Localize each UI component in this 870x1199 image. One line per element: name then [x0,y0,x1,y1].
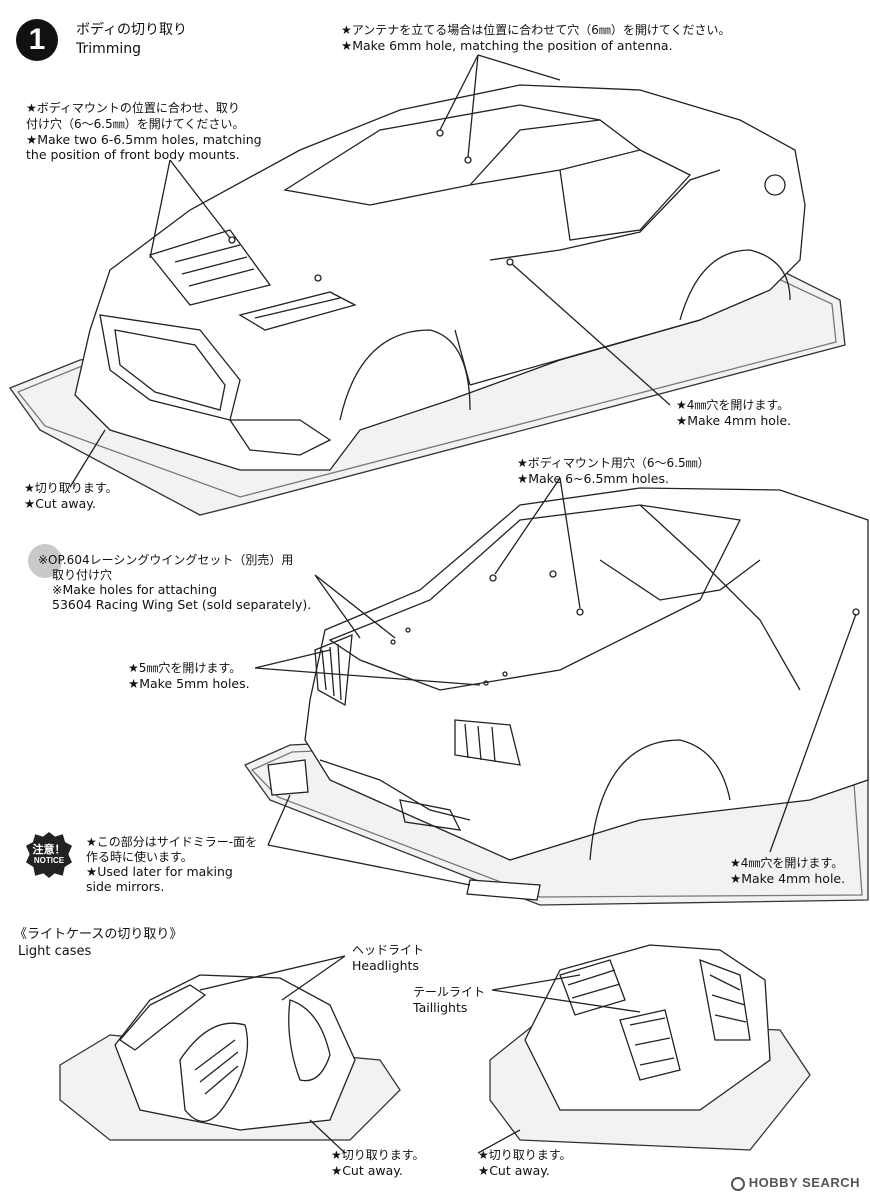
antenna-note-jp: ★アンテナを立てる場合は位置に合わせて穴（6㎜）を開けてください。 [341,23,731,37]
hole-5mm-note-jp: ★5㎜穴を開けます。 [128,661,242,675]
notice-note-jp-1: ★この部分はサイドミラー‐面を [86,835,258,849]
taillights-label-jp: テールライト [413,985,486,999]
front-mount-note-en-2: the position of front body mounts. [26,147,240,162]
rear-mount-note-en: ★Make 6~6.5mm holes. [517,471,669,486]
hole-4mm-top-note-en: ★Make 4mm hole. [676,413,792,428]
wing-note-jp-2: 取り付け穴 [52,568,113,582]
front-mount-note-en-1: ★Make two 6-6.5mm holes, matching [26,132,262,147]
watermark-text: HOBBY SEARCH [748,1175,860,1191]
step-number-badge: 1 [16,19,58,61]
cut-away-left-note-jp: ★切り取ります。 [331,1148,425,1162]
wing-note-en-2: 53604 Racing Wing Set (sold separately). [52,597,312,612]
rear-mount-note-jp: ★ボディマウント用穴（6～6.5㎜） [517,456,710,470]
cut-away-right-note-jp: ★切り取ります。 [478,1148,572,1162]
hobby-search-logo-icon [730,1177,745,1191]
cut-away-top-note-jp: ★切り取ります。 [24,481,118,495]
hole-4mm-bottom-note-jp: ★4㎜穴を開けます。 [730,856,844,870]
hole-4mm-top-note-jp: ★4㎜穴を開けます。 [676,398,790,412]
front-car-illustration [8,84,846,516]
hole-4mm-bottom-note-en: ★Make 4mm hole. [730,871,846,886]
notice-badge-jp: 注意！ [32,844,66,856]
step-title-en: Trimming [76,41,142,57]
front-mount-note-jp-2: 付け穴（6～6.5㎜）を開けてください。 [26,117,245,131]
front-mount-note-jp-1: ★ボディマウントの位置に合わせ、取り [26,101,240,115]
notice-badge-en: NOTICE [33,856,65,865]
rear-car-illustration [244,487,869,906]
optional-part-badge [28,544,62,578]
cut-away-top-note-en: ★Cut away. [24,496,96,511]
watermark: HOBBY SEARCH [730,1175,860,1191]
notice-note-en-1: ★Used later for making [86,864,233,879]
notice-note-jp-2: 作る時に使います。 [86,850,193,864]
light-cases-heading-en: Light cases [18,944,92,959]
wing-note-en-1: ※Make holes for attaching [52,582,218,597]
hole-5mm-note-en: ★Make 5mm holes. [128,676,250,691]
taillight-case-illustration [489,944,811,1151]
light-cases-heading-jp: 《ライトケースの切り取り》 [14,927,183,942]
antenna-note-en: ★Make 6mm hole, matching the position of… [341,38,673,53]
headlights-label-en: Headlights [352,958,419,973]
notice-note-en-2: side mirrors. [86,879,165,894]
cut-away-right-note-en: ★Cut away. [478,1163,550,1178]
wing-note-jp-1: ※OP.604レーシングウイングセット（別売）用 [38,553,294,567]
headlights-label-jp: ヘッドライト [352,943,425,957]
cut-away-left-note-en: ★Cut away. [331,1163,403,1178]
step-title-jp: ボディの切り取り [76,22,188,38]
headlight-case-illustration [59,974,401,1141]
taillights-label-en: Taillights [413,1000,468,1015]
